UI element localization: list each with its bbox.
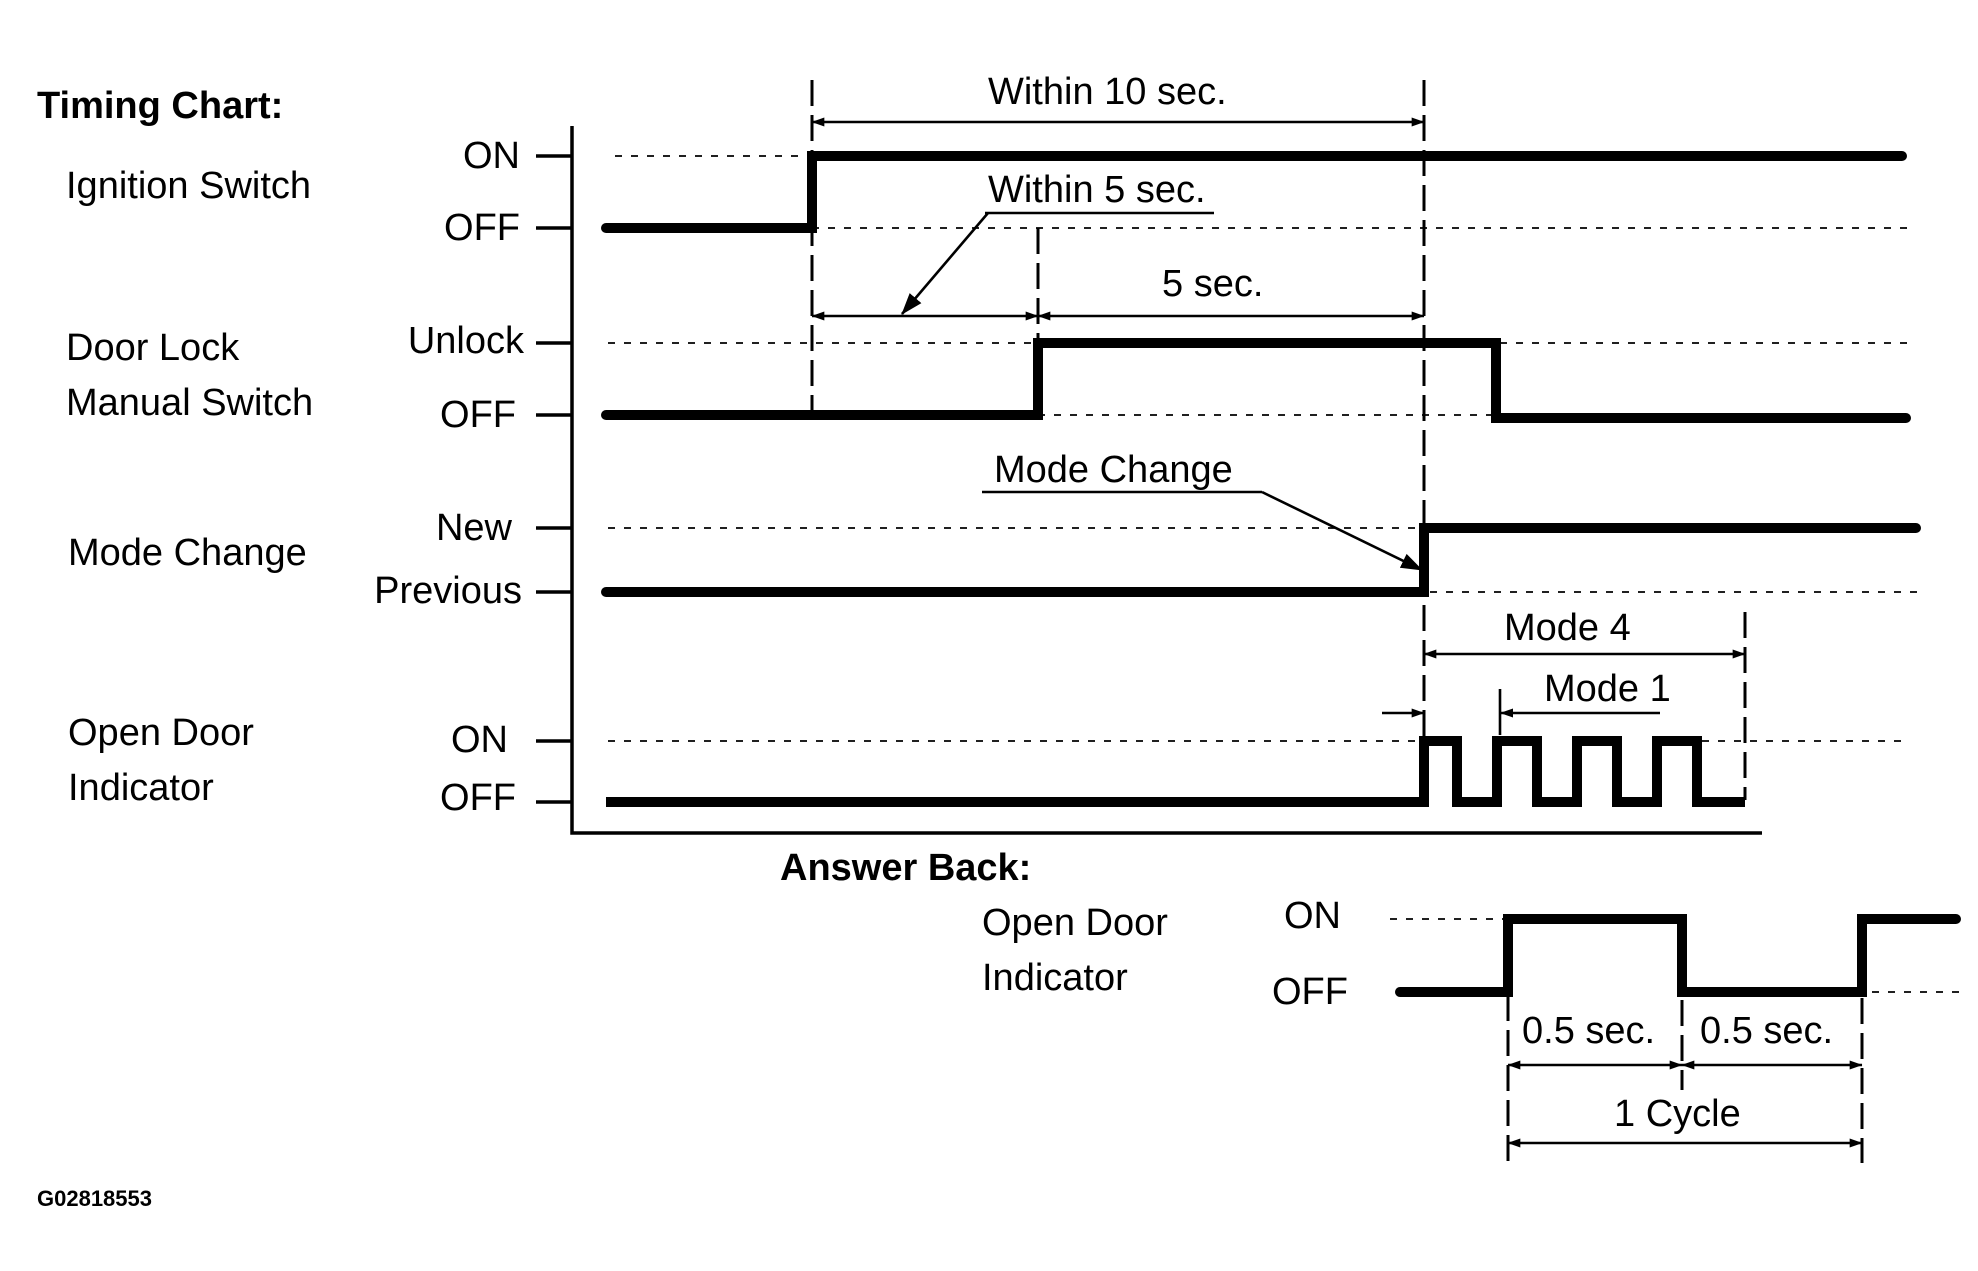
figure-id: G02818553 <box>37 1186 152 1211</box>
mode-1-label: Mode 1 <box>1544 668 1671 710</box>
mode-1-right-arrowhead <box>1500 708 1513 718</box>
callout-leaders <box>901 211 1423 572</box>
signal-label-mode-change: Mode Change <box>68 532 307 574</box>
answer-back-level-off: OFF <box>1272 971 1348 1013</box>
level-label-indicator-on: ON <box>451 719 508 761</box>
ignition-switch-waveform <box>601 151 1907 233</box>
half-sec-1-label: 0.5 sec. <box>1522 1010 1655 1052</box>
answer-back-label-line1: Open Door <box>982 902 1168 944</box>
mode-4-label: Mode 4 <box>1504 607 1631 649</box>
five-sec-label: 5 sec. <box>1162 263 1263 305</box>
level-ticks <box>536 154 572 804</box>
dimension-arrows <box>811 117 1863 1148</box>
answer-back-title: Answer Back: <box>780 847 1031 889</box>
door-lock-switch-waveform <box>601 338 1911 423</box>
answer-back-level-on: ON <box>1284 895 1341 937</box>
level-label-ignition-off: OFF <box>444 207 520 249</box>
signal-label-door-lock-line2: Manual Switch <box>66 382 313 424</box>
within-10-sec-label: Within 10 sec. <box>988 71 1227 113</box>
chart-axis <box>570 126 1762 835</box>
signal-label-door-lock-line1: Door Lock <box>66 327 240 369</box>
level-reference-lines <box>608 155 1960 993</box>
within-5-sec-label: Within 5 sec. <box>988 169 1206 211</box>
answer-back-label-line2: Indicator <box>982 957 1128 999</box>
level-label-indicator-off: OFF <box>440 777 516 819</box>
chart-title: Timing Chart: <box>37 85 283 127</box>
level-label-door-lock-unlock: Unlock <box>408 320 525 362</box>
timing-reference-lines <box>810 80 1864 1163</box>
mode-change-waveform <box>601 523 1921 597</box>
answer-back-indicator-waveform <box>1395 914 1961 997</box>
level-label-mode-new: New <box>436 507 513 549</box>
signal-label-ignition-switch: Ignition Switch <box>66 165 311 207</box>
signal-label-open-door-line2: Indicator <box>68 767 214 809</box>
half-sec-2-label: 0.5 sec. <box>1700 1010 1833 1052</box>
level-label-door-lock-off: OFF <box>440 394 516 436</box>
mode-change-callout-label: Mode Change <box>994 449 1233 491</box>
one-cycle-label: 1 Cycle <box>1614 1093 1741 1135</box>
level-label-ignition-on: ON <box>463 135 520 177</box>
signal-label-open-door-line1: Open Door <box>68 712 254 754</box>
level-label-mode-previous: Previous <box>374 570 522 612</box>
open-door-indicator-waveform <box>606 736 1745 807</box>
